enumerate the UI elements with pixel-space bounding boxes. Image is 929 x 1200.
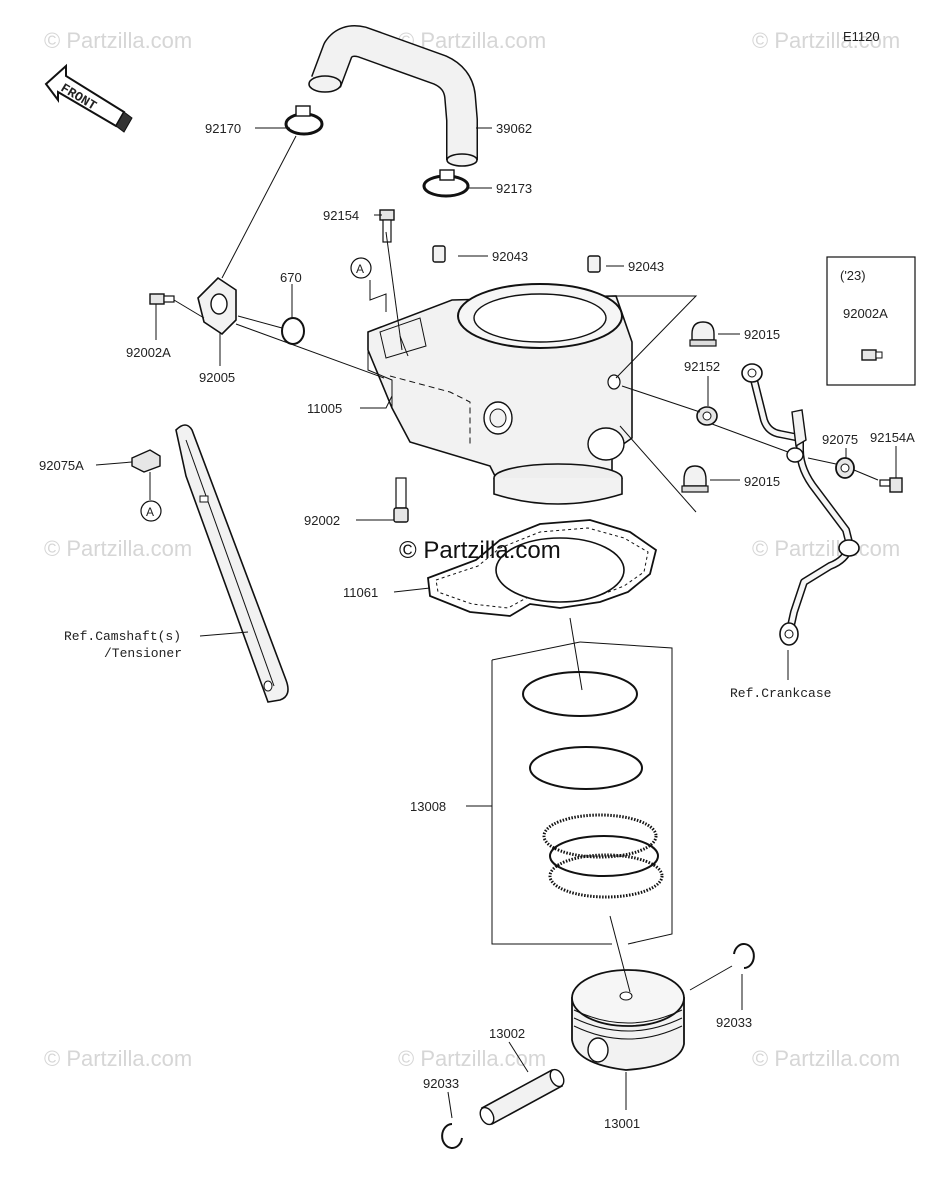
part-number-13002: 13002 (489, 1026, 525, 1041)
part-number-39062: 39062 (496, 121, 532, 136)
hose-39062 (308, 25, 478, 167)
watermark: © Partzilla.com (752, 1046, 900, 1071)
chain-guide (175, 424, 289, 703)
cap-nut-92015-bottom (681, 465, 709, 493)
part-number-92173: 92173 (496, 181, 532, 196)
ref-circle-a-top: A (350, 257, 372, 279)
part-number-11061: 11061 (343, 585, 378, 600)
part-number-92154a: 92154A (870, 430, 915, 445)
clamp-92170 (284, 105, 324, 136)
part-number-92015: 92015 (744, 474, 780, 489)
part-number-92152: 92152 (684, 359, 720, 374)
ref-crankcase: Ref.Crankcase (730, 686, 831, 701)
part-number-92170: 92170 (205, 121, 241, 136)
part-labels: 92170 39062 92173 92154 92043 92043 670 … (39, 121, 915, 1131)
circlip-92033-right (733, 943, 755, 969)
piston-ring-oil-upper (542, 813, 658, 859)
part-number-92002: 92002 (304, 513, 340, 528)
part-number-92075: 92075 (822, 432, 858, 447)
part-number-92005: 92005 (199, 370, 235, 385)
copyright-center: © Partzilla.com (399, 537, 561, 564)
washer-92075 (835, 457, 855, 479)
part-number-92033: 92033 (423, 1076, 459, 1091)
svg-text:A: A (356, 262, 364, 276)
year-box-label: ('23) (840, 268, 866, 283)
part-number-92043: 92043 (492, 249, 528, 264)
part-number-13001: 13001 (604, 1116, 640, 1131)
dowel-92043-b (587, 255, 601, 273)
bolt-92154a (879, 477, 903, 493)
part-number-92075a: 92075A (39, 458, 84, 473)
clamp-92173 (422, 169, 470, 198)
diagram-code: E1120 (843, 29, 880, 44)
piston-ring-set-13008 (491, 641, 673, 945)
year-variant-box: ('23) 92002A (826, 256, 916, 386)
piston-ring-oil-expander (549, 835, 659, 877)
leader-lines (95, 127, 897, 1119)
watermark: © Partzilla.com (752, 28, 900, 53)
circlip-92033-left (441, 1123, 463, 1149)
watermarks: © Partzilla.com © Partzilla.com © Partzi… (44, 28, 900, 1071)
part-number-92033: 92033 (716, 1015, 752, 1030)
cap-nut-92015-top (689, 321, 717, 347)
ref-circle-a-bottom: A (140, 500, 162, 522)
rubber-92075a (131, 449, 161, 473)
front-arrow-icon: FRONT (44, 63, 133, 133)
watermark: © Partzilla.com (44, 1046, 192, 1071)
ref-camshaft-line2: /Tensioner (104, 646, 182, 661)
ref-camshaft-line1: Ref.Camshaft(s) (64, 629, 181, 644)
watermark: © Partzilla.com (398, 1046, 546, 1071)
watermark: © Partzilla.com (44, 536, 192, 561)
part-number-11005: 11005 (307, 401, 342, 416)
part-number-92015: 92015 (744, 327, 780, 342)
part-number-92043: 92043 (628, 259, 664, 274)
washer-92152 (696, 406, 718, 426)
watermark: © Partzilla.com (752, 536, 900, 561)
part-number-92002a: 92002A (843, 306, 888, 321)
bolt-92002 (393, 477, 409, 523)
cylinder-gasket-11061 (427, 519, 658, 617)
piston-pin-13002 (479, 1068, 565, 1126)
piston-ring-oil-lower (548, 853, 664, 899)
cylinder-block-11005 (367, 283, 633, 505)
fitting-92005 (197, 276, 237, 336)
o-ring-670 (281, 317, 305, 345)
watermark: © Partzilla.com (44, 28, 192, 53)
svg-text:A: A (146, 505, 154, 519)
part-number-92002a: 92002A (126, 345, 171, 360)
piston-ring-top (522, 671, 638, 717)
dowel-92043-a (432, 245, 446, 263)
part-number-92154: 92154 (323, 208, 359, 223)
oil-pipe (741, 363, 860, 646)
part-number-13008: 13008 (410, 799, 446, 814)
bolt-92002a-left (149, 293, 175, 305)
piston-ring-second (529, 746, 643, 790)
piston-13001 (571, 969, 685, 1071)
part-number-670: 670 (280, 270, 302, 285)
